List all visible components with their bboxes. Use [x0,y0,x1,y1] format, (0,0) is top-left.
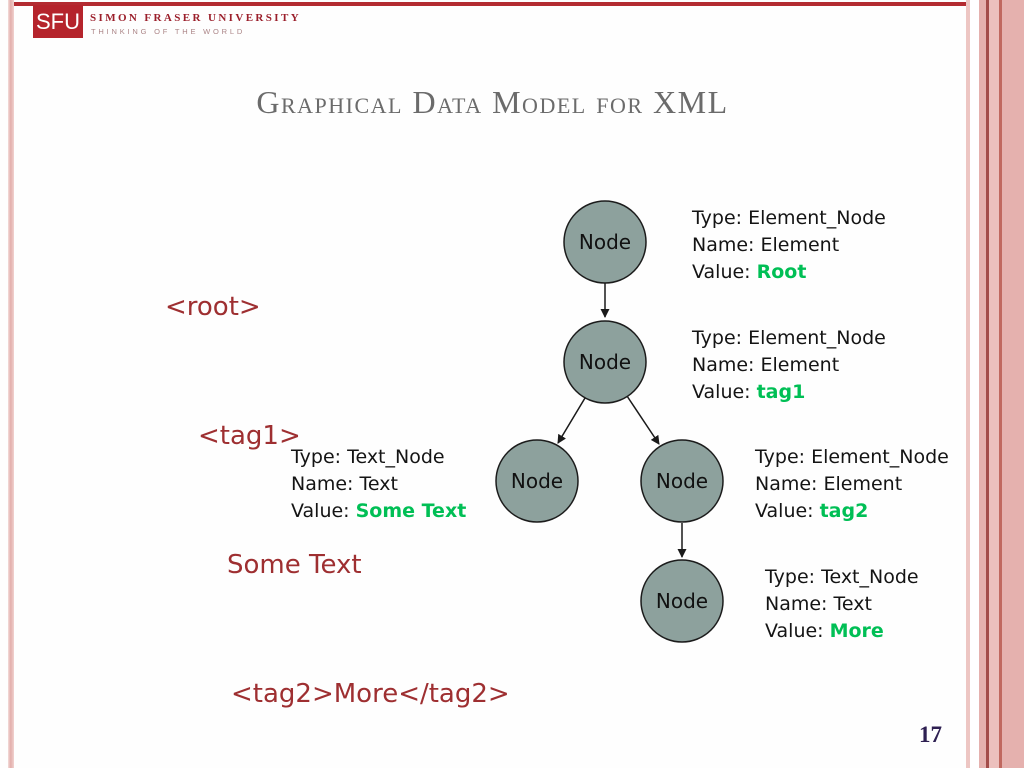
top-accent-bar [10,2,1014,6]
right-border-stripes [966,0,1024,768]
annotation-type-line: Type: Text_Node [765,566,919,588]
page-number: 17 [919,722,942,747]
xml-line: <tag1> [198,421,301,451]
node-label: Node [579,350,631,374]
annotation-some-text: Type: Text_Node Name: Text Value:Some Te… [291,444,466,525]
xml-line: Some Text [227,550,362,580]
left-border-stripe [8,0,14,768]
annotation-value-line: Value:tag2 [755,500,869,522]
annotation-value-line: Value:tag1 [692,381,806,403]
node-label: Node [656,469,708,493]
annotation-name-line: Name: Element [755,473,903,495]
annotation-more: Type: Text_Node Name: Text Value:More [765,564,919,645]
annotation-value: Root [756,261,807,283]
tree-node-circle-root [563,200,647,284]
xml-line: <tag2>More</tag2> [231,679,510,709]
annotation-value: More [829,620,884,642]
node-label: Node [511,469,563,493]
tree-node-circle-text [495,439,579,523]
page-title: Graphical Data Model for XML [256,84,729,120]
edge-tag1-to-tag2 [626,395,660,445]
annotation-value: tag1 [756,381,806,403]
annotation-type-line: Type: Element_Node [692,207,886,229]
annotation-tag2: Type: Element_Node Name: Element Value:t… [755,444,949,525]
annotation-value-line: Value:More [765,620,884,642]
tree-node-circle-tag2 [640,439,724,523]
node-label: Node [579,230,631,254]
sfu-logo-box: SFU [33,5,83,38]
annotation-name-line: Name: Text [765,593,872,615]
tree-node-circle-tag1 [563,320,647,404]
annotation-type-line: Type: Element_Node [755,446,949,468]
sfu-logo-text: SFU [36,8,80,34]
annotation-type-line: Type: Text_Node [291,446,445,468]
annotation-value-line: Value:Root [692,261,807,283]
node-label: Node [656,589,708,613]
annotation-name-line: Name: Element [692,234,840,256]
tree-node-circle-more [640,559,724,643]
annotation-name-line: Name: Text [291,473,398,495]
xml-line: <root> [165,292,261,322]
annotation-type-line: Type: Element_Node [692,327,886,349]
xml-code-block: <root> <tag1> Some Text <tag2>More</tag2… [165,200,510,768]
annotation-root: Type: Element_Node Name: Element Value:R… [692,205,886,286]
university-tagline: THINKING OF THE WORLD [91,27,246,36]
annotation-value: tag2 [819,500,869,522]
annotation-name-line: Name: Element [692,354,840,376]
annotation-value: Some Text [355,500,467,522]
annotation-tag1: Type: Element_Node Name: Element Value:t… [692,325,886,406]
edge-tag1-to-text [557,397,586,444]
annotation-value-line: Value:Some Text [291,500,467,522]
university-name: SIMON FRASER UNIVERSITY [90,12,302,24]
